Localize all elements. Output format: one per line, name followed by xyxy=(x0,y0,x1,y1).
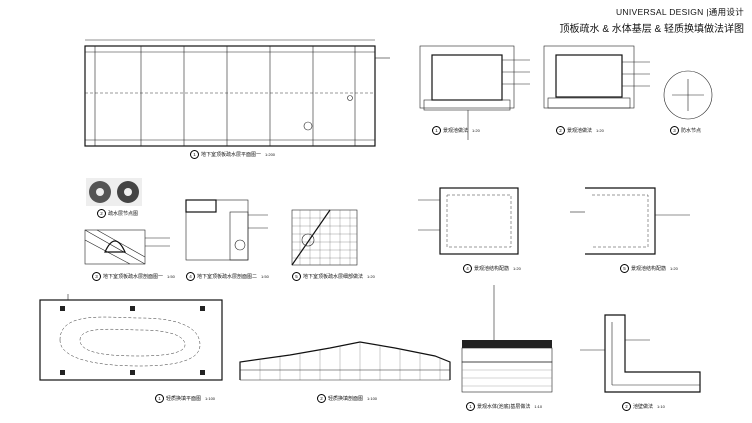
pool-rebar-drawing-2 xyxy=(570,187,690,255)
caption-pool-rebar-2: 5 景观池结构配筋 1:20 xyxy=(620,264,678,273)
brand-separator: | xyxy=(706,7,709,17)
caption-water-base: 1 景观水体(池底)基层做法 1:10 xyxy=(466,402,542,411)
caption-waterproof-node: 3 防水节点 xyxy=(670,126,701,135)
water-base-layers-drawing xyxy=(461,285,553,393)
waterproof-node-detail xyxy=(663,70,713,120)
caption-lightweight-fill-plan: 1 轻质换填平面图 1:100 xyxy=(155,394,215,403)
caption-drain-node: 2 疏水层节点图 xyxy=(97,209,138,218)
brand-header: UNIVERSAL DESIGN |通用设计 xyxy=(616,6,744,18)
lightweight-fill-plan-drawing xyxy=(39,294,223,381)
sheet-title: 顶板疏水 & 水体基层 & 轻质换填做法详图 xyxy=(559,24,744,35)
caption-pool-wall: 2 池壁做法 1:10 xyxy=(622,402,665,411)
lightweight-fill-section-drawing xyxy=(239,341,451,381)
caption-drainage-plan: 1 地下室顶板疏水层平面图一 1:200 xyxy=(190,150,275,159)
caption-pool-section-2: 2 景观池做法 1:20 xyxy=(556,126,604,135)
caption-drainage-section-1: 3 地下室顶板疏水层剖面图一 1:50 xyxy=(92,272,175,281)
drainage-section-1 xyxy=(185,199,268,261)
drain-fitting-photo xyxy=(86,178,142,206)
brand-name: UNIVERSAL DESIGN xyxy=(615,7,704,17)
drainage-plan-drawing xyxy=(84,39,390,147)
caption-drainage-detail: 5 地下室顶板疏水层细部做法 1:20 xyxy=(292,272,375,281)
caption-drainage-section-2: 4 地下室顶板疏水层剖面图二 1:50 xyxy=(186,272,269,281)
landscape-pool-section-1 xyxy=(419,45,530,140)
caption-lightweight-fill-section: 2 轻质换填剖面图 1:100 xyxy=(317,394,377,403)
landscape-pool-section-2 xyxy=(543,45,650,109)
brand-tag: 通用设计 xyxy=(708,7,744,17)
pool-rebar-drawing-1 xyxy=(418,187,519,255)
pool-wall-drawing xyxy=(580,314,701,393)
drainage-section-2 xyxy=(291,209,358,266)
drain-node-section xyxy=(84,229,170,265)
caption-pool-section-1: 1 景观池做法 1:20 xyxy=(432,126,480,135)
caption-pool-rebar-1: 4 景观池结构配筋 1:20 xyxy=(463,264,521,273)
